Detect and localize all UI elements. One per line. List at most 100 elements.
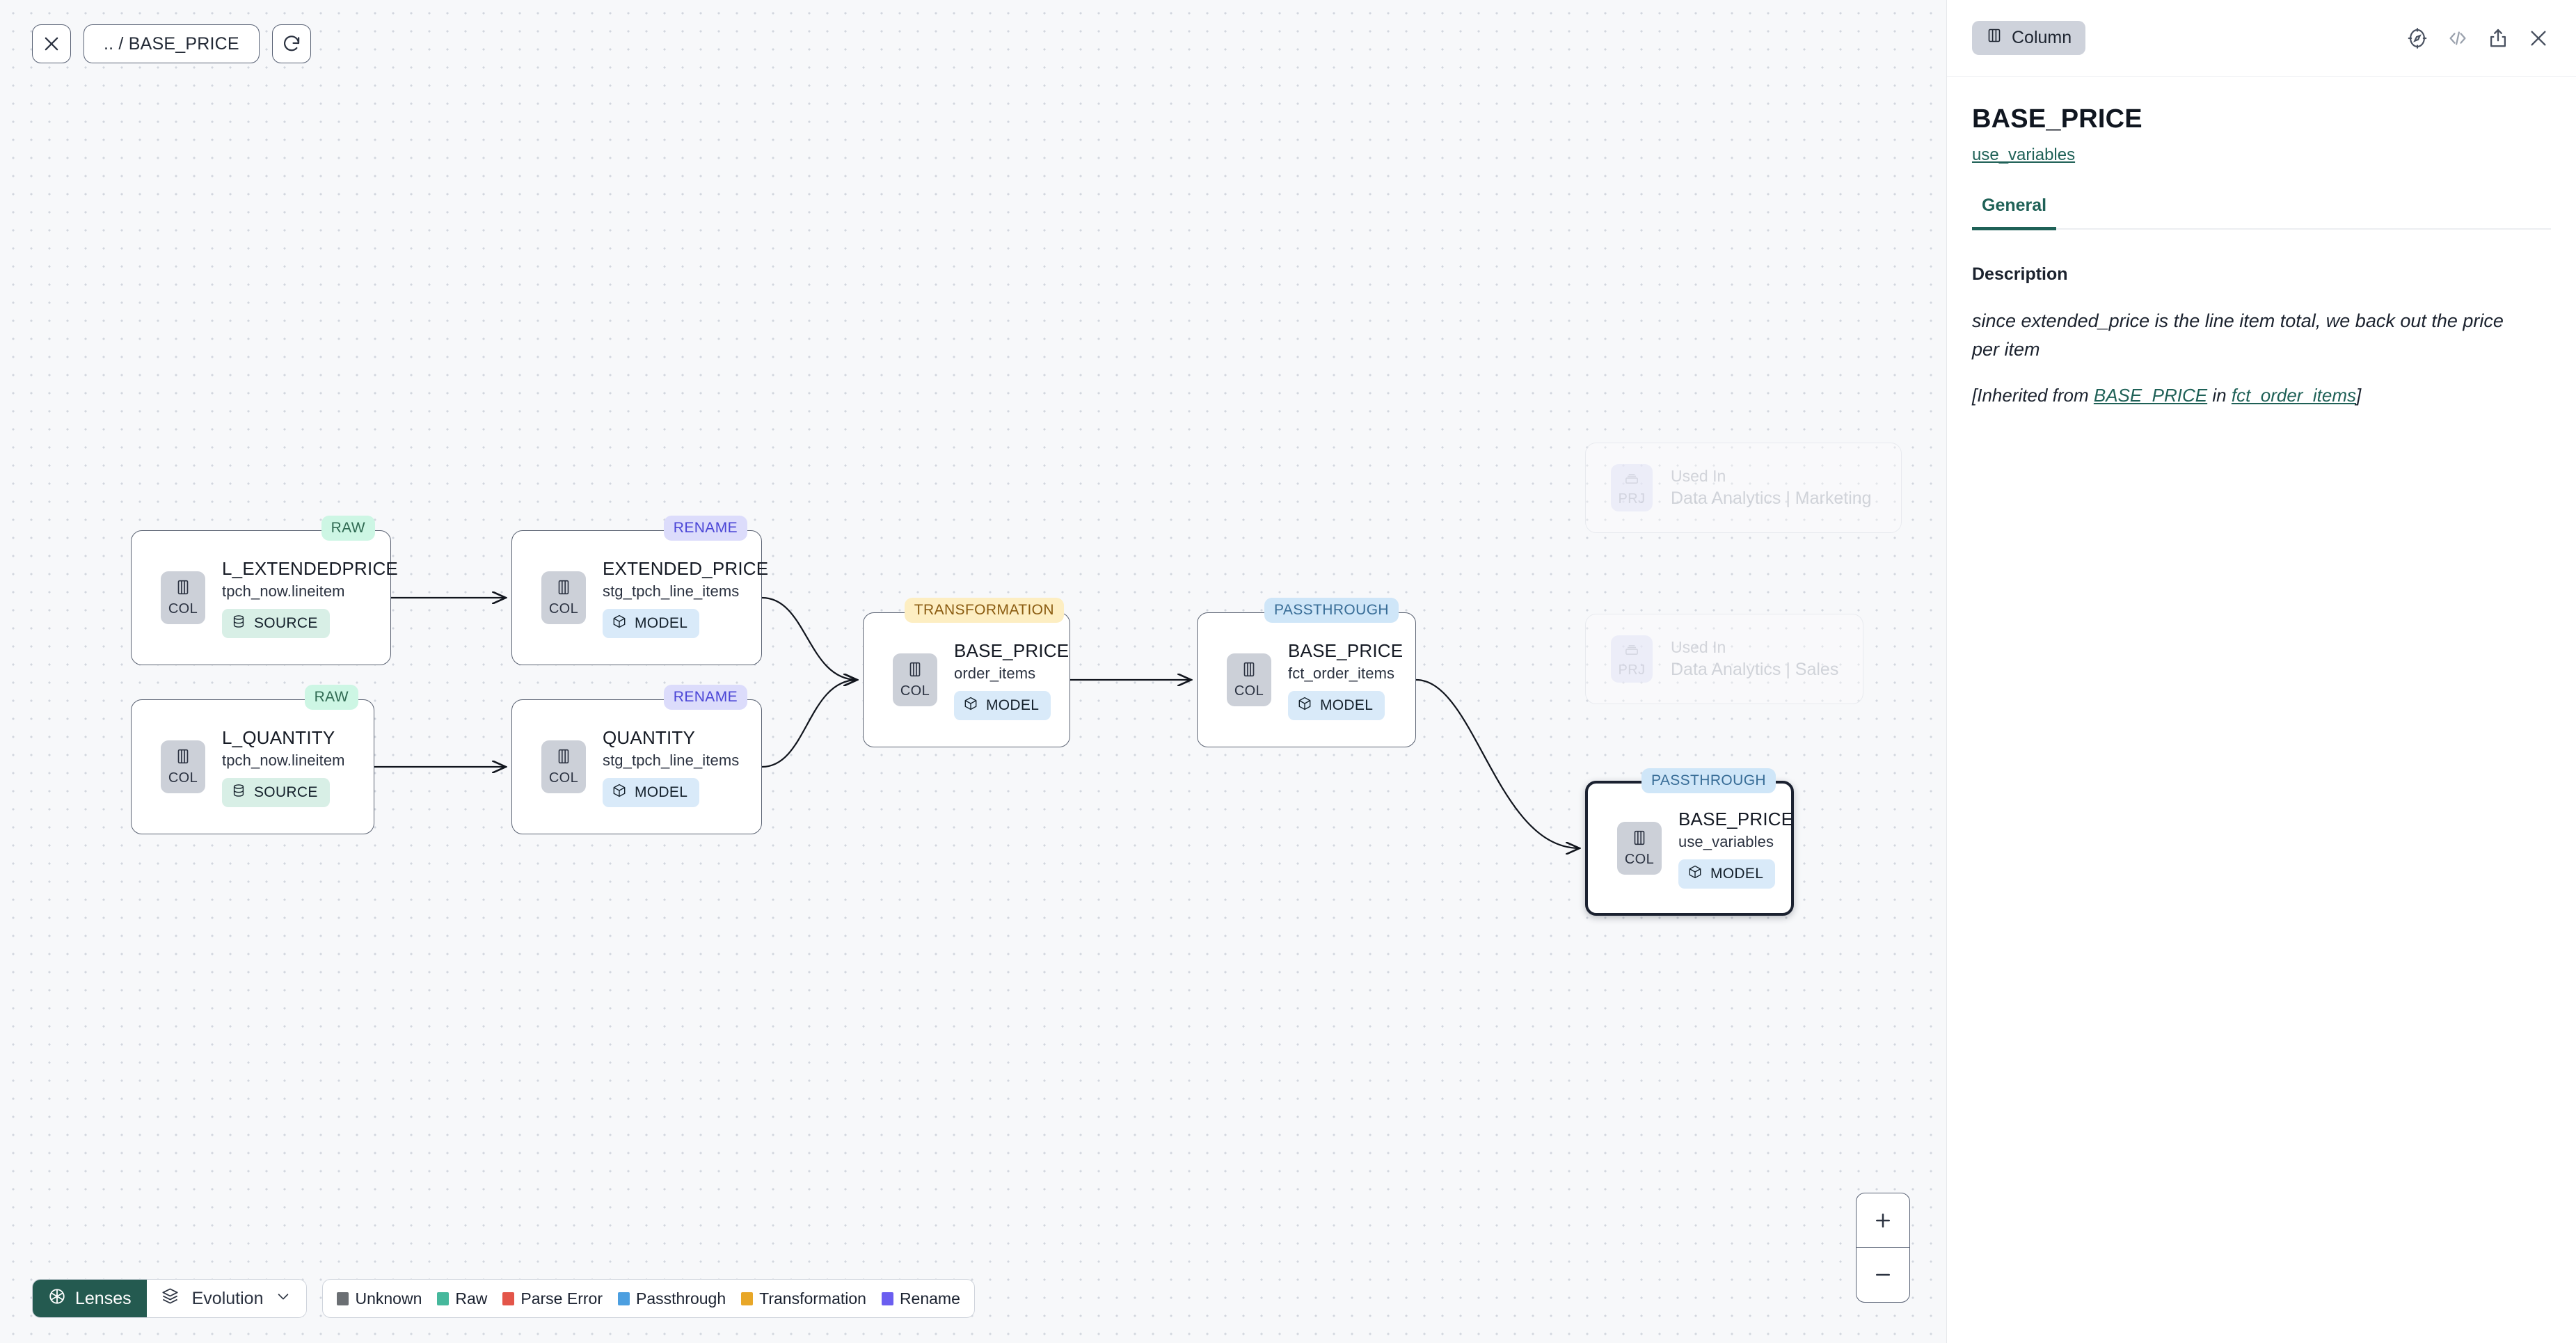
node-title: QUANTITY — [603, 726, 696, 748]
cube-icon — [1687, 864, 1703, 884]
zoom-control — [1856, 1193, 1910, 1303]
close-icon — [42, 34, 61, 54]
node-kind-label: COL — [900, 683, 930, 699]
node-title: L_EXTENDEDPRICE — [222, 557, 398, 579]
lens-tag-raw: RAW — [304, 685, 358, 710]
inherited-column-link[interactable]: BASE_PRICE — [2093, 385, 2208, 406]
legend-label: Raw — [455, 1289, 488, 1308]
node-subtitle: fct_order_items — [1288, 664, 1395, 682]
lens-tag-passthrough: PASSTHROUGH — [1641, 768, 1776, 793]
node-subtitle: order_items — [954, 664, 1036, 682]
column-icon — [1630, 829, 1648, 850]
node-subtitle: use_variables — [1678, 832, 1774, 850]
node-kind-chip: PRJ — [1611, 464, 1653, 511]
node-title: L_QUANTITY — [222, 726, 335, 748]
used-in-value: Data Analytics | Marketing — [1671, 488, 1872, 508]
project-icon — [1623, 639, 1641, 661]
node-kind-chip: PRJ — [1611, 635, 1653, 683]
column-icon — [1240, 660, 1258, 682]
legend-item-transformation[interactable]: Transformation — [741, 1289, 866, 1308]
node-kind-chip: COL — [893, 653, 937, 706]
cube-icon — [612, 783, 627, 802]
node-kind-label: COL — [1624, 852, 1655, 867]
materialization-label: MODEL — [1320, 697, 1374, 713]
entity-type-chip[interactable]: Column — [1972, 21, 2086, 55]
legend-item-raw[interactable]: Raw — [437, 1289, 487, 1308]
code-brackets-icon[interactable] — [2447, 27, 2469, 49]
materialization-label: MODEL — [635, 614, 688, 631]
materialization-label: MODEL — [635, 784, 688, 800]
zoom-in-button[interactable] — [1857, 1193, 1909, 1248]
node-kind-chip: COL — [1617, 822, 1662, 875]
lenses-button[interactable]: Lenses — [33, 1280, 147, 1317]
close-icon[interactable] — [2527, 27, 2550, 49]
tab-general[interactable]: General — [1972, 196, 2057, 230]
zoom-out-button[interactable] — [1857, 1248, 1909, 1302]
lens-tag-rename: RENAME — [663, 516, 747, 541]
description-heading: Description — [1972, 264, 2068, 284]
node-subtitle: stg_tpch_line_items — [603, 751, 740, 769]
project-icon — [1623, 468, 1641, 490]
layers-icon — [161, 1287, 180, 1310]
materialization-badge: SOURCE — [222, 777, 330, 807]
cube-icon — [963, 696, 978, 715]
node-kind-chip: COL — [1227, 653, 1271, 706]
node-kind-label: PRJ — [1618, 491, 1646, 507]
legend-swatch — [337, 1292, 349, 1305]
legend-label: Passthrough — [635, 1289, 726, 1308]
cube-icon — [1297, 696, 1312, 715]
column-icon — [1986, 27, 2003, 49]
node-kind-chip: COL — [541, 571, 586, 624]
inherited-prefix: [Inherited from — [1972, 385, 2094, 406]
refresh-button[interactable] — [271, 24, 311, 63]
evolution-label: Evolution — [191, 1288, 264, 1308]
share-icon[interactable] — [2487, 27, 2509, 49]
lens-tag-passthrough: PASSTHROUGH — [1264, 598, 1399, 623]
node-kind-label: PRJ — [1618, 662, 1646, 678]
inherited-model-link[interactable]: fct_order_items — [2231, 385, 2357, 406]
materialization-badge: MODEL — [1678, 859, 1776, 889]
materialization-label: SOURCE — [254, 784, 318, 800]
node-subtitle: tpch_now.lineitem — [222, 751, 345, 769]
evolution-dropdown[interactable]: Evolution — [146, 1280, 307, 1317]
parent-model-link[interactable]: use_variables — [1972, 145, 2076, 164]
legend-label: Unknown — [355, 1289, 422, 1308]
explore-compass-icon[interactable] — [2406, 27, 2428, 49]
page-title: BASE_PRICE — [1972, 104, 2142, 134]
legend-item-rename[interactable]: Rename — [881, 1289, 960, 1308]
legend-label: Transformation — [759, 1289, 866, 1308]
legend-swatch — [881, 1292, 893, 1305]
lens-legend: Unknown Raw Parse Error Passthrough Transfor… — [322, 1279, 975, 1318]
close-button[interactable] — [32, 24, 71, 63]
materialization-badge: SOURCE — [222, 608, 330, 638]
node-subtitle: stg_tpch_line_items — [603, 582, 740, 600]
lens-tag-transformation: TRANSFORMATION — [904, 598, 1064, 623]
legend-item-passthrough[interactable]: Passthrough — [617, 1289, 726, 1308]
lenses-group: Lenses Evolution — [32, 1279, 308, 1318]
cube-icon — [612, 614, 627, 633]
legend-item-parse-error[interactable]: Parse Error — [502, 1289, 603, 1308]
node-title: BASE_PRICE — [954, 639, 1070, 661]
legend-swatch — [617, 1292, 630, 1305]
materialization-badge: MODEL — [603, 608, 700, 638]
legend-swatch — [437, 1292, 450, 1305]
aperture-icon — [48, 1287, 66, 1310]
breadcrumb: .. / BASE_PRICE — [104, 33, 239, 54]
inherited-suffix: ] — [2356, 385, 2362, 406]
lens-tag-raw: RAW — [321, 516, 375, 541]
description-body: since extended_price is the line item to… — [1972, 310, 2504, 360]
legend-item-unknown[interactable]: Unknown — [337, 1289, 422, 1308]
breadcrumb-button[interactable]: .. / BASE_PRICE — [84, 24, 260, 63]
database-icon — [231, 783, 246, 802]
